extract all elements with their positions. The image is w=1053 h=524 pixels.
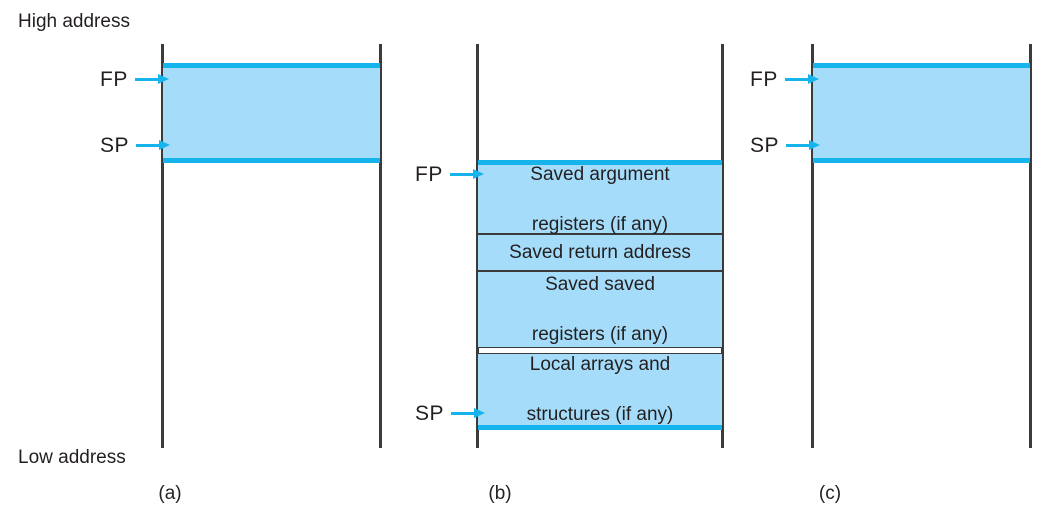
panel-b-fp-label: FP xyxy=(415,162,443,186)
panel-b-cell-line2: registers (if any) xyxy=(531,324,669,345)
panel-b-right-rail xyxy=(721,44,724,448)
panel-b-cell-saved-return-address: Saved return address xyxy=(478,234,722,271)
arrow-right-icon xyxy=(136,139,171,151)
panel-a-left-rail xyxy=(161,44,164,448)
panel-b-sp-pointer: SP xyxy=(415,401,486,425)
panel-c-sp-label: SP xyxy=(750,133,780,157)
panel-a-right-rail xyxy=(379,44,382,448)
low-address-label: Low address xyxy=(18,447,126,468)
panel-b-cell-line2: structures (if any) xyxy=(526,404,674,425)
panel-b-cell-line1: Saved argument xyxy=(530,163,670,185)
arrow-right-icon xyxy=(451,407,486,419)
panel-a-fp-pointer: FP xyxy=(100,67,169,91)
panel-b-cell-saved-argument-registers: Saved argument registers (if any) xyxy=(478,160,722,237)
panel-b-cell-line1: Local arrays and xyxy=(529,354,671,375)
high-address-label: High address xyxy=(18,11,130,32)
panel-b-caption: (b) xyxy=(488,483,512,504)
panel-b-cell-text: Saved return address xyxy=(509,242,691,263)
panel-b-cell-local-arrays-and-structures: Local arrays and structures (if any) xyxy=(478,353,722,430)
panel-c-left-rail xyxy=(811,44,814,448)
panel-a-caption: (a) xyxy=(158,483,182,504)
panel-b-cell-line1: Saved saved xyxy=(545,274,655,295)
panel-b-cell-text: Saved saved registers (if any) xyxy=(520,272,680,347)
panel-b-fp-pointer: FP xyxy=(415,162,484,186)
panel-c-caption: (c) xyxy=(818,483,842,504)
panel-b-cell-text: Saved argument registers (if any) xyxy=(518,162,681,237)
panel-c-fp-label: FP xyxy=(750,67,778,91)
arrow-right-icon xyxy=(134,73,169,85)
panel-c-right-rail xyxy=(1029,44,1032,448)
panel-a-sp-label: SP xyxy=(100,133,130,157)
panel-b-cell-text: Local arrays and structures (if any) xyxy=(515,352,686,427)
panel-b-sp-label: SP xyxy=(415,401,445,425)
panel-c-fp-pointer: FP xyxy=(750,67,819,91)
panel-c-sp-pointer: SP xyxy=(750,133,821,157)
arrow-right-icon xyxy=(786,139,821,151)
panel-a-fp-label: FP xyxy=(100,67,128,91)
arrow-right-icon xyxy=(449,168,484,180)
panel-b-cell-line2: registers (if any) xyxy=(531,213,669,235)
panel-c-stack-block xyxy=(813,63,1030,163)
arrow-right-icon xyxy=(784,73,819,85)
panel-b-left-rail xyxy=(476,44,479,448)
panel-a-sp-pointer: SP xyxy=(100,133,171,157)
panel-a-stack-block xyxy=(163,63,380,163)
panel-b-cell-saved-saved-registers: Saved saved registers (if any) xyxy=(478,271,722,348)
